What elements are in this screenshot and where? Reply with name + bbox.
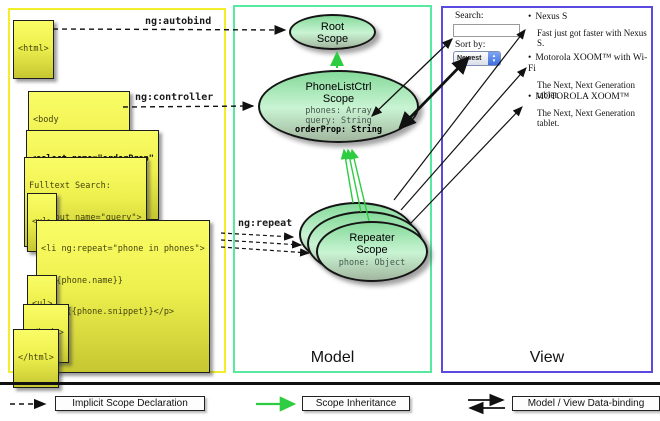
dropdown-arrows-icon: ▲▼ [488,52,500,65]
legend-scope-inheritance: Scope Inheritance [302,396,410,411]
bullet-icon: • [528,12,532,22]
phone-list-item: •Motorola XOOM™ with Wi-Fi The Next, Nex… [528,53,652,100]
sort-by-label: Sort by: [455,40,486,50]
model-panel: Model [233,5,432,373]
phone-list-item: •MOTOROLA XOOM™ The Next, Next Generatio… [528,92,652,128]
repeater-scope-ellipse-front: Repeater Scope phone: Object [316,221,428,282]
phone-snippet: The Next, Next Generation tablet. [537,108,635,128]
annotation-ng-repeat: ng:repeat [238,218,293,229]
code-box-html-close: </html> [13,329,59,388]
annotation-ng-autobind: ng:autobind [145,16,212,27]
phone-snippet: Fast just got faster with Nexus S. [537,28,647,48]
model-panel-label: Model [310,349,355,366]
search-label: Search: [455,11,484,21]
root-scope-ellipse: Root Scope [289,14,376,50]
search-input[interactable] [453,24,520,37]
phone-snippet: The Next, Next Generation tablet. [537,80,635,100]
sort-dropdown[interactable]: Newest ▲▼ [453,51,501,66]
phone-name: MOTOROLA XOOM™ [535,92,630,102]
legend-implicit-scope-declaration: Implicit Scope Declaration [55,396,205,411]
bullet-icon: • [528,53,532,63]
legend-double-arrow-icon [468,393,505,415]
phone-name: Motorola XOOM™ with Wi-Fi [528,53,648,74]
bullet-icon: • [528,92,532,102]
code-box-html-open: <html> [13,20,54,79]
phone-list-item: •Nexus S Fast just got faster with Nexus… [528,12,652,48]
sort-dropdown-value: Newest [457,55,482,62]
phone-name: Nexus S [535,12,568,22]
view-panel-label: View [529,349,565,366]
legend-separator-line [0,382,660,385]
annotation-ng-controller: ng:controller [135,92,214,103]
phonelistctrl-scope-ellipse: PhoneListCtrl Scope phones: Array query:… [258,70,419,143]
legend-model-view-data-binding: Model / View Data-binding [512,396,660,411]
